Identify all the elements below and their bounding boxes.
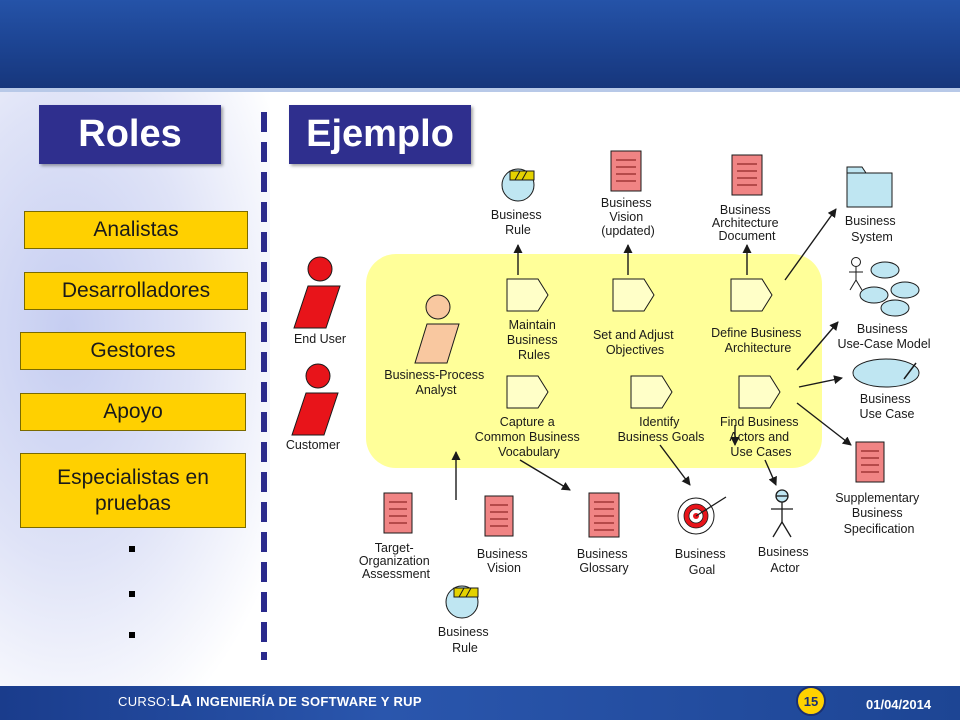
arrow-to-use-case-model <box>796 321 839 371</box>
footer-course-title: CURSO:LA INGENIERÍA DE SOFTWARE Y RUP <box>118 693 422 711</box>
arrow-to-business-goal <box>659 444 691 486</box>
ellipsis-dot <box>129 591 135 597</box>
architecture-document-label: Business Architecture Document <box>712 203 782 243</box>
role-box-gestores: Gestores <box>20 332 246 370</box>
footer-date: 01/04/2014 <box>866 697 932 712</box>
top-banner <box>0 0 960 92</box>
business-modeling-diagram: Business Rule Business Vision (updated) … <box>286 150 931 655</box>
role-box-analistas: Analistas <box>24 211 248 249</box>
activity-set-objectives-label: Set and Adjust Objectives <box>593 328 677 357</box>
role-box-apoyo: Apoyo <box>20 393 246 431</box>
activity-find-actors-label: Find Business Actors and Use Cases <box>720 415 802 459</box>
footer-course-name: INGENIERÍA DE SOFTWARE Y RUP <box>192 694 422 709</box>
left-background-glow <box>0 92 270 690</box>
end-user-actor-icon <box>293 256 341 329</box>
business-rule-icon <box>501 168 535 202</box>
end-user-label: End User <box>294 332 346 346</box>
business-vision-updated-label: Business Vision (updated) <box>601 196 655 238</box>
business-rule-bottom-icon <box>445 585 479 619</box>
business-vision-label: Business Vision <box>477 547 531 575</box>
use-case-model-label: Business Use-Case Model <box>837 322 930 351</box>
arrow-to-supplementary-spec <box>796 402 852 446</box>
activity-maintain-rules-icon <box>506 278 549 312</box>
business-system-label: Business System <box>845 214 899 244</box>
supplementary-spec-document-icon <box>855 441 885 483</box>
business-use-case-icon <box>852 358 920 388</box>
business-rule-top-label: Business Rule <box>491 208 545 237</box>
diagram-connections <box>451 208 852 500</box>
activity-define-architecture-label: Define Business Architecture <box>711 326 805 355</box>
architecture-document-icon <box>731 154 763 196</box>
ellipsis-dot <box>129 632 135 638</box>
footer-course-la: LA <box>170 693 193 710</box>
activity-capture-vocabulary-icon <box>506 375 549 409</box>
supplementary-spec-label: Supplementary Business Specification <box>835 491 923 536</box>
arrow-to-business-glossary <box>519 459 571 491</box>
business-system-folder-icon <box>846 166 893 208</box>
ellipsis-dot <box>129 546 135 552</box>
business-use-case-label: Business Use Case <box>860 392 915 421</box>
business-vision-updated-document-icon <box>610 150 642 192</box>
activity-find-actors-icon <box>738 375 781 409</box>
target-assessment-label: Target- Organization Assessment <box>359 541 433 581</box>
business-process-analyst-icon <box>414 294 460 364</box>
arrow-to-business-actor <box>764 459 777 486</box>
dashed-divider <box>261 112 267 660</box>
workflow-area <box>366 254 822 468</box>
customer-actor-icon <box>291 363 339 436</box>
business-process-analyst-label: Business-Process Analyst <box>384 368 488 397</box>
role-box-desarrolladores: Desarrolladores <box>24 272 248 310</box>
arrow-to-business-system <box>784 208 837 281</box>
customer-label: Customer <box>286 438 340 452</box>
business-actor-icon <box>771 489 793 538</box>
roles-title: Roles <box>39 105 221 164</box>
activity-identify-goals-icon <box>630 375 673 409</box>
business-goal-target-icon <box>677 496 727 535</box>
activity-capture-vocabulary-label: Capture a Common Business Vocabulary <box>475 415 583 459</box>
activity-identify-goals-label: Identify Business Goals <box>618 415 705 444</box>
business-vision-document-icon <box>484 495 514 537</box>
business-actor-label: Business Actor <box>758 545 812 575</box>
footer-course-prefix: CURSO: <box>118 694 171 709</box>
business-rule-bottom-label: Business Rule <box>438 625 492 655</box>
arrow-to-business-use-case <box>798 375 843 388</box>
role-box-especialistas-pruebas: Especialistas en pruebas <box>20 453 246 528</box>
activity-define-architecture-icon <box>730 278 773 312</box>
example-title: Ejemplo <box>289 105 471 164</box>
business-glossary-document-icon <box>588 492 620 538</box>
activity-set-objectives-icon <box>612 278 655 312</box>
business-glossary-label: Business Glossary <box>577 547 631 575</box>
activity-maintain-rules-label: Maintain Business Rules <box>507 318 561 362</box>
use-case-model-icon <box>849 257 920 317</box>
page-number-badge: 15 <box>796 686 826 716</box>
target-assessment-document-icon <box>383 492 413 534</box>
business-goal-label: Business Goal <box>675 547 729 577</box>
